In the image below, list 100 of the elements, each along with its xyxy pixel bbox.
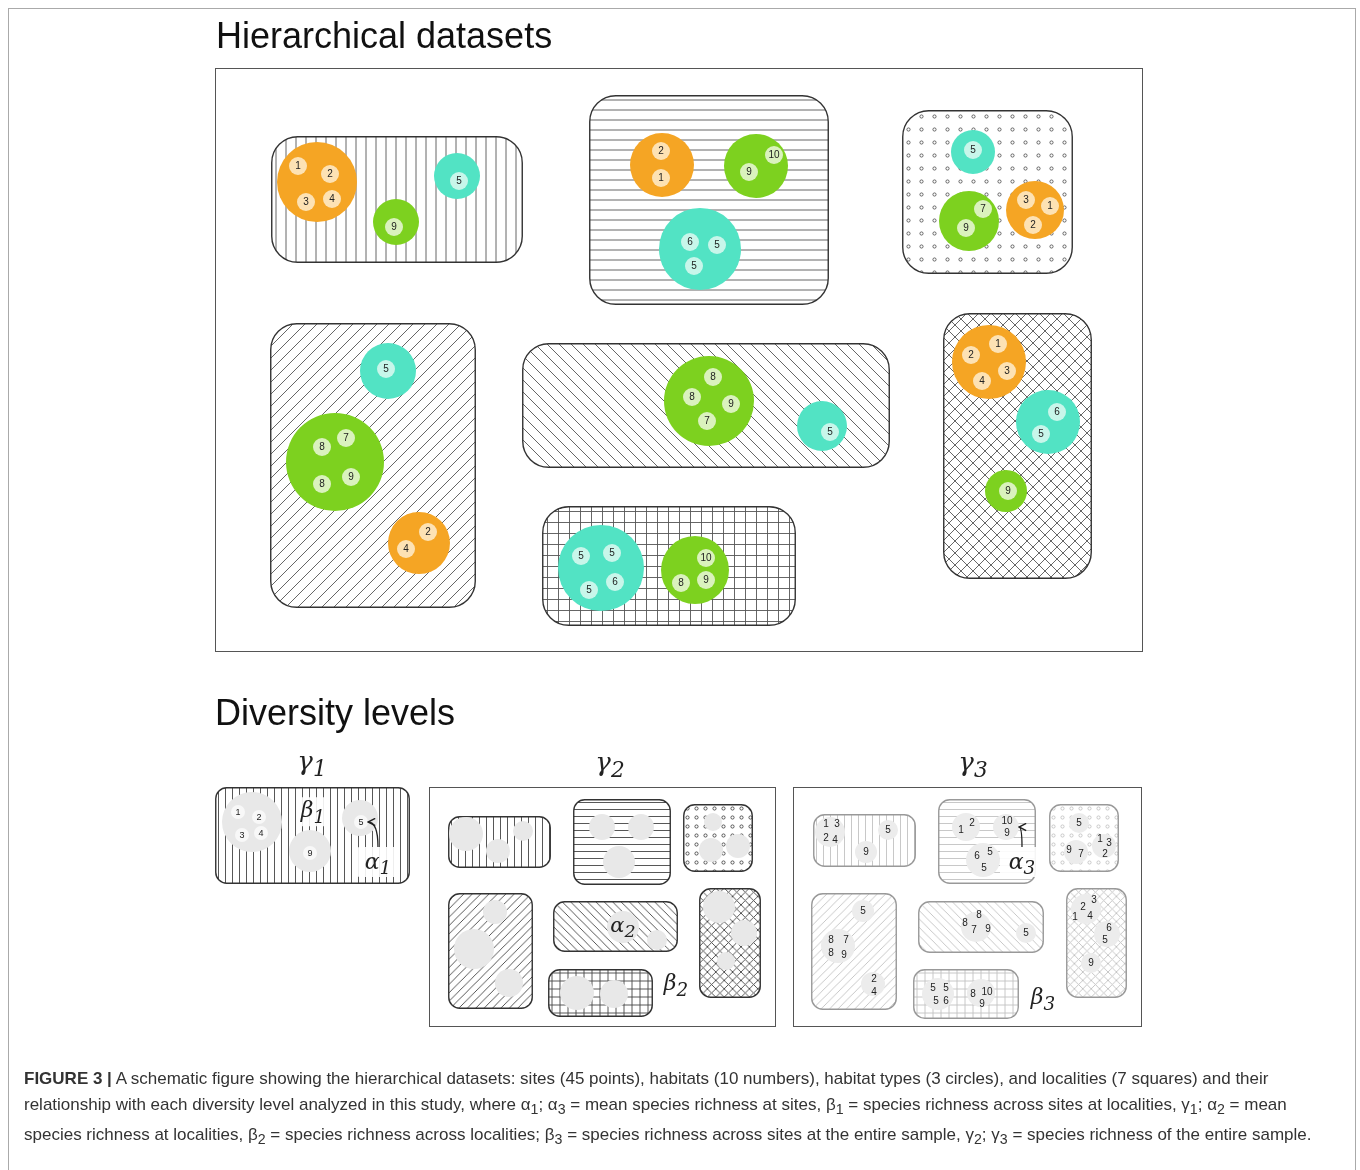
- site-circle: [1048, 403, 1066, 421]
- site-number: 1: [235, 807, 241, 817]
- site-number: 9: [348, 472, 354, 482]
- locality-box: [811, 893, 897, 1010]
- locality-box: [448, 893, 533, 1009]
- site-number: 2: [823, 833, 829, 843]
- site-number: 6: [687, 237, 693, 247]
- site-number: 2: [658, 146, 664, 156]
- site-circle: [999, 482, 1017, 500]
- site-number: 7: [843, 935, 849, 945]
- site-number: 9: [963, 223, 969, 233]
- site-number: 8: [962, 918, 968, 928]
- site-number: 1: [295, 161, 301, 171]
- site-number: 4: [258, 828, 264, 838]
- locality-box: [553, 901, 678, 952]
- site-number: 9: [307, 848, 313, 858]
- panel-heading: γ$_{1}$: [297, 746, 327, 782]
- locality-box: [683, 804, 753, 872]
- panel-heading: γ$_{2}$: [595, 747, 625, 783]
- site-circle: [580, 581, 598, 599]
- site-circle: [572, 547, 590, 565]
- site-number: 7: [971, 925, 977, 935]
- site-circle: [354, 815, 368, 829]
- locality-box: [813, 814, 916, 867]
- site-number: 8: [828, 948, 834, 958]
- site-circle: [337, 429, 355, 447]
- site-number: 4: [403, 544, 409, 554]
- site-number: 2: [1080, 902, 1086, 912]
- site-number: 5: [691, 261, 697, 271]
- site-number: 5: [1076, 818, 1082, 828]
- site-circle: [342, 468, 360, 486]
- locality-box: [448, 816, 551, 868]
- arrow: [1018, 824, 1028, 848]
- site-number: 5: [358, 817, 364, 827]
- site-number: 3: [239, 830, 245, 840]
- site-circle: [1032, 425, 1050, 443]
- site-number: 4: [871, 987, 877, 997]
- locality-box: [1049, 804, 1119, 872]
- site-number: 8: [319, 479, 325, 489]
- site-circle: [450, 172, 468, 190]
- site-number: 9: [703, 575, 709, 585]
- site-number: 2: [1030, 220, 1036, 230]
- locality-box: [589, 95, 829, 305]
- site-number: 5: [714, 240, 720, 250]
- site-number: 5: [943, 983, 949, 993]
- site-number: 8: [678, 578, 684, 588]
- site-number: 9: [1088, 958, 1094, 968]
- site-number: 1: [658, 173, 664, 183]
- site-number: 6: [612, 577, 618, 587]
- site-circle: [1024, 216, 1042, 234]
- site-circle: [989, 335, 1007, 353]
- site-circle: [603, 544, 621, 562]
- site-circle: [606, 573, 624, 591]
- site-number: 2: [968, 350, 974, 360]
- site-number: 8: [828, 935, 834, 945]
- locality-box: [699, 888, 761, 998]
- site-number: 5: [860, 906, 866, 916]
- locality-box: [913, 969, 1019, 1019]
- site-number: 7: [704, 416, 710, 426]
- site-number: 1: [995, 339, 1001, 349]
- site-number: 3: [303, 197, 309, 207]
- site-number: 6: [974, 851, 980, 861]
- site-number: 1: [958, 825, 964, 835]
- site-number: 10: [981, 987, 993, 997]
- site-number: 3: [1004, 366, 1010, 376]
- locality-box: [573, 799, 671, 885]
- site-number: 3: [1091, 895, 1097, 905]
- site-number: 9: [841, 950, 847, 960]
- site-number: 4: [832, 835, 838, 845]
- site-circle: [964, 141, 982, 159]
- site-circle: [377, 360, 395, 378]
- site-circle: [313, 475, 331, 493]
- locality-box: [943, 313, 1092, 579]
- site-number: 9: [728, 399, 734, 409]
- site-number: 2: [1102, 849, 1108, 859]
- section-heading: Diversity levels: [215, 692, 456, 734]
- locality-box: [270, 323, 476, 608]
- site-circle: [681, 233, 699, 251]
- alpha-label: α$_{2}$: [610, 912, 636, 942]
- site-number: 8: [710, 372, 716, 382]
- locality-box: [902, 110, 1073, 274]
- locality-box: [548, 969, 653, 1017]
- site-circle: [704, 368, 722, 386]
- site-number: 5: [930, 983, 936, 993]
- site-number: 9: [391, 222, 397, 232]
- site-circle: [419, 523, 437, 541]
- site-number: 3: [834, 819, 840, 829]
- site-circle: [697, 571, 715, 589]
- site-circle: [1041, 197, 1059, 215]
- site-number: 5: [933, 996, 939, 1006]
- site-number: 8: [970, 989, 976, 999]
- site-number: 5: [987, 847, 993, 857]
- site-circle: [698, 412, 716, 430]
- site-number: 9: [985, 924, 991, 934]
- site-number: 9: [1066, 845, 1072, 855]
- site-number: 5: [981, 863, 987, 873]
- site-number: 8: [976, 910, 982, 920]
- site-number: 3: [1023, 195, 1029, 205]
- site-circle: [289, 157, 307, 175]
- site-number: 2: [425, 527, 431, 537]
